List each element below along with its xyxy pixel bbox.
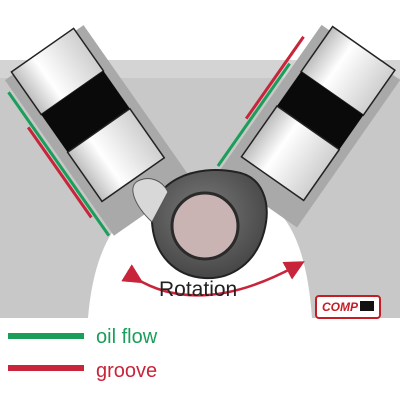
right-groove-line xyxy=(244,35,305,120)
left-lifter-top xyxy=(10,27,105,116)
comp-logo: COMP xyxy=(315,295,381,319)
legend-swatch-groove xyxy=(8,365,84,371)
legend: oil flow groove xyxy=(8,326,158,382)
left-oil-flow-line xyxy=(7,91,111,237)
cam-lobe-ghost xyxy=(132,178,169,223)
right-lifter-band xyxy=(276,71,364,150)
right-oil-flow-line xyxy=(216,62,291,167)
rotation-label: Rotation xyxy=(159,278,237,301)
legend-label-groove: groove xyxy=(96,360,157,382)
rotation-arrow xyxy=(121,261,305,297)
left-groove-line xyxy=(26,126,93,219)
comp-logo-text: COMP xyxy=(322,300,359,314)
cam-core xyxy=(170,191,240,261)
left-lifter-band xyxy=(41,70,130,153)
right-lifter-bottom xyxy=(240,104,341,202)
right-lifter-group xyxy=(216,24,400,228)
legend-label-oil-flow: oil flow xyxy=(96,326,158,348)
legend-swatch-oil-flow xyxy=(8,333,84,339)
left-lifter-bottom xyxy=(66,107,166,203)
right-lifter-top xyxy=(300,25,396,117)
comp-logo-flag xyxy=(360,301,374,311)
